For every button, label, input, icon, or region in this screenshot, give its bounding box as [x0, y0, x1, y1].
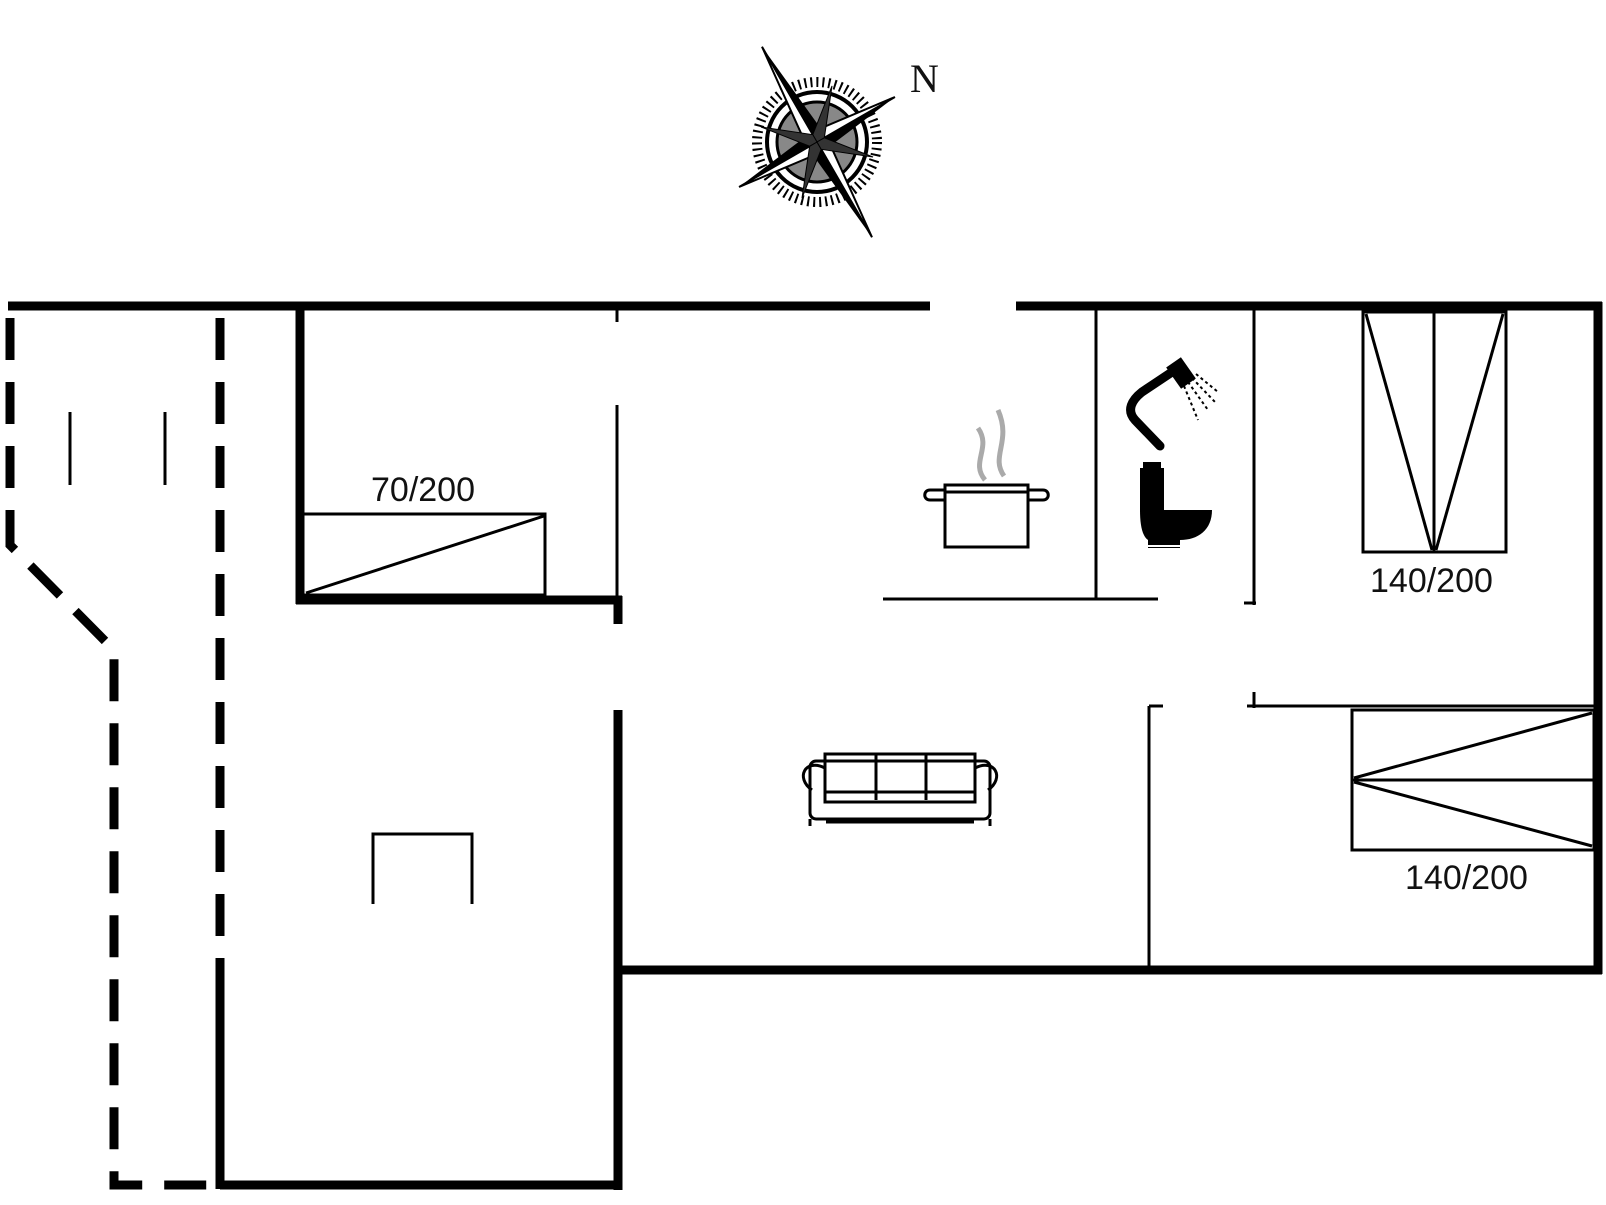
walls	[8, 301, 1603, 1190]
bed-140-200-top	[1361, 310, 1508, 554]
shower-icon	[1126, 357, 1219, 451]
bed-label-70-200: 70/200	[371, 471, 475, 509]
interior-walls	[615, 310, 1598, 968]
sofa-icon	[801, 752, 999, 826]
bed-label-140-200-top: 140/200	[1370, 562, 1493, 600]
bed-140-200-bottom	[1350, 708, 1596, 852]
bed-label-140-200-bottom: 140/200	[1405, 859, 1528, 897]
cooking-pot-icon	[923, 408, 1050, 549]
compass-rose-icon	[738, 46, 896, 238]
north-label: N	[910, 56, 939, 101]
toilet-icon	[1140, 462, 1212, 548]
bed-70-200	[301, 512, 547, 597]
terrace-outline	[5, 318, 225, 1190]
table	[371, 832, 474, 904]
